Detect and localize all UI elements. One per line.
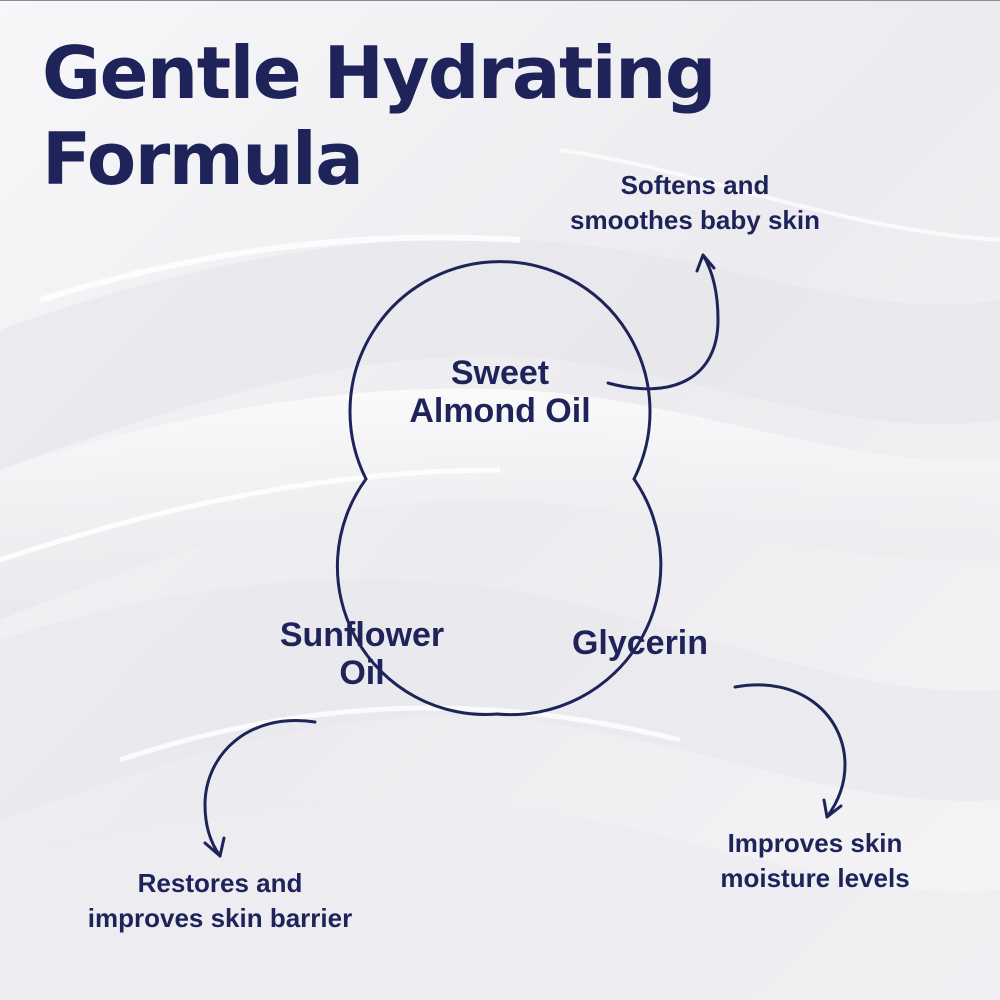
sunflower-benefit-arrow-icon [203, 719, 317, 858]
ingredient-sweet-almond-oil: Sweet Almond Oil [400, 354, 600, 430]
ingredient-sunflower-oil: Sunflower Oil [262, 616, 462, 692]
ingredient-glycerin: Glycerin [540, 624, 740, 662]
ingredient-label-line-1: Sweet [450, 354, 550, 392]
title-line-1: Gentle Hydrating [42, 31, 716, 115]
benefit-line-1: Restores and [137, 868, 303, 898]
ingredient-label-line-1: Glycerin [571, 624, 709, 662]
ingredient-label-line-2: Almond Oil [409, 392, 591, 430]
glycerin-benefit-arrow-icon [733, 683, 847, 819]
title-line-2: Formula [42, 117, 364, 201]
benefit-softens-smoothes: Softens and smoothes baby skin [545, 168, 845, 238]
almond-benefit-arrow-icon [606, 253, 720, 391]
ingredient-label-line-2: Oil [339, 654, 385, 692]
benefit-line-1: Improves skin [727, 828, 903, 858]
page-title: Gentle Hydrating Formula [42, 30, 716, 202]
benefit-line-1: Softens and [620, 170, 770, 200]
benefit-moisture-levels: Improves skin moisture levels [680, 826, 950, 896]
benefit-line-2: smoothes baby skin [570, 205, 820, 235]
clover-outline [335, 260, 663, 717]
ingredient-label-line-1: Sunflower [279, 616, 445, 654]
benefit-line-2: improves skin barrier [87, 903, 353, 933]
benefit-line-2: moisture levels [720, 863, 910, 893]
benefit-restores-barrier: Restores and improves skin barrier [60, 866, 380, 936]
